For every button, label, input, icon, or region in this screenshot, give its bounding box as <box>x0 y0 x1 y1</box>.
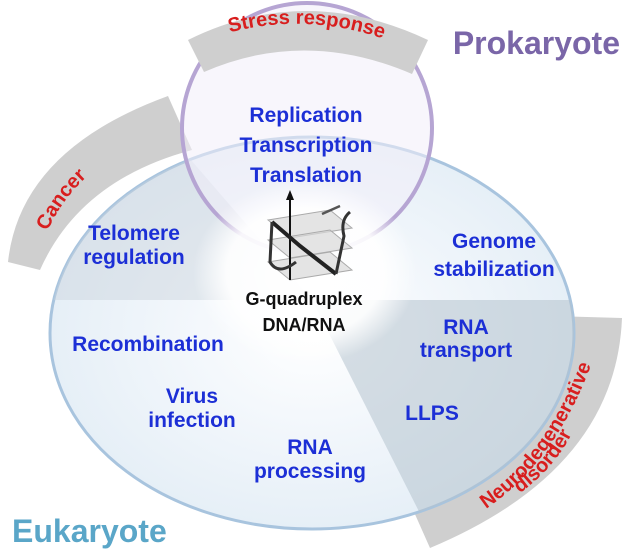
rna-transport-label-line1: RNA <box>443 316 489 339</box>
translation-label: Translation <box>250 164 362 187</box>
rna-processing-label-line1: RNA <box>287 436 333 459</box>
g-quadruplex-structure-icon <box>266 190 354 281</box>
center-label-line2: DNA/RNA <box>263 315 346 335</box>
telomere-label-line2: regulation <box>83 246 185 269</box>
llps-label: LLPS <box>405 402 459 425</box>
rna-processing-label-line2: processing <box>254 460 366 483</box>
cancer-band <box>8 96 192 270</box>
recombination-label: Recombination <box>72 333 224 356</box>
rna-transport-label-line2: transport <box>420 339 512 362</box>
stress-band <box>188 11 428 74</box>
prokaryote-label: Prokaryote <box>453 25 620 61</box>
replication-label: Replication <box>249 104 362 127</box>
transcription-label: Transcription <box>239 134 372 157</box>
center-label-line1: G-quadruplex <box>245 289 362 309</box>
genome-label-line2: stabilization <box>433 258 554 281</box>
telomere-label-line1: Telomere <box>88 222 180 245</box>
virus-infection-label-line2: infection <box>148 409 236 432</box>
genome-label-line1: Genome <box>452 230 536 253</box>
eukaryote-label: Eukaryote <box>12 513 167 549</box>
virus-infection-label-line1: Virus <box>166 385 218 408</box>
